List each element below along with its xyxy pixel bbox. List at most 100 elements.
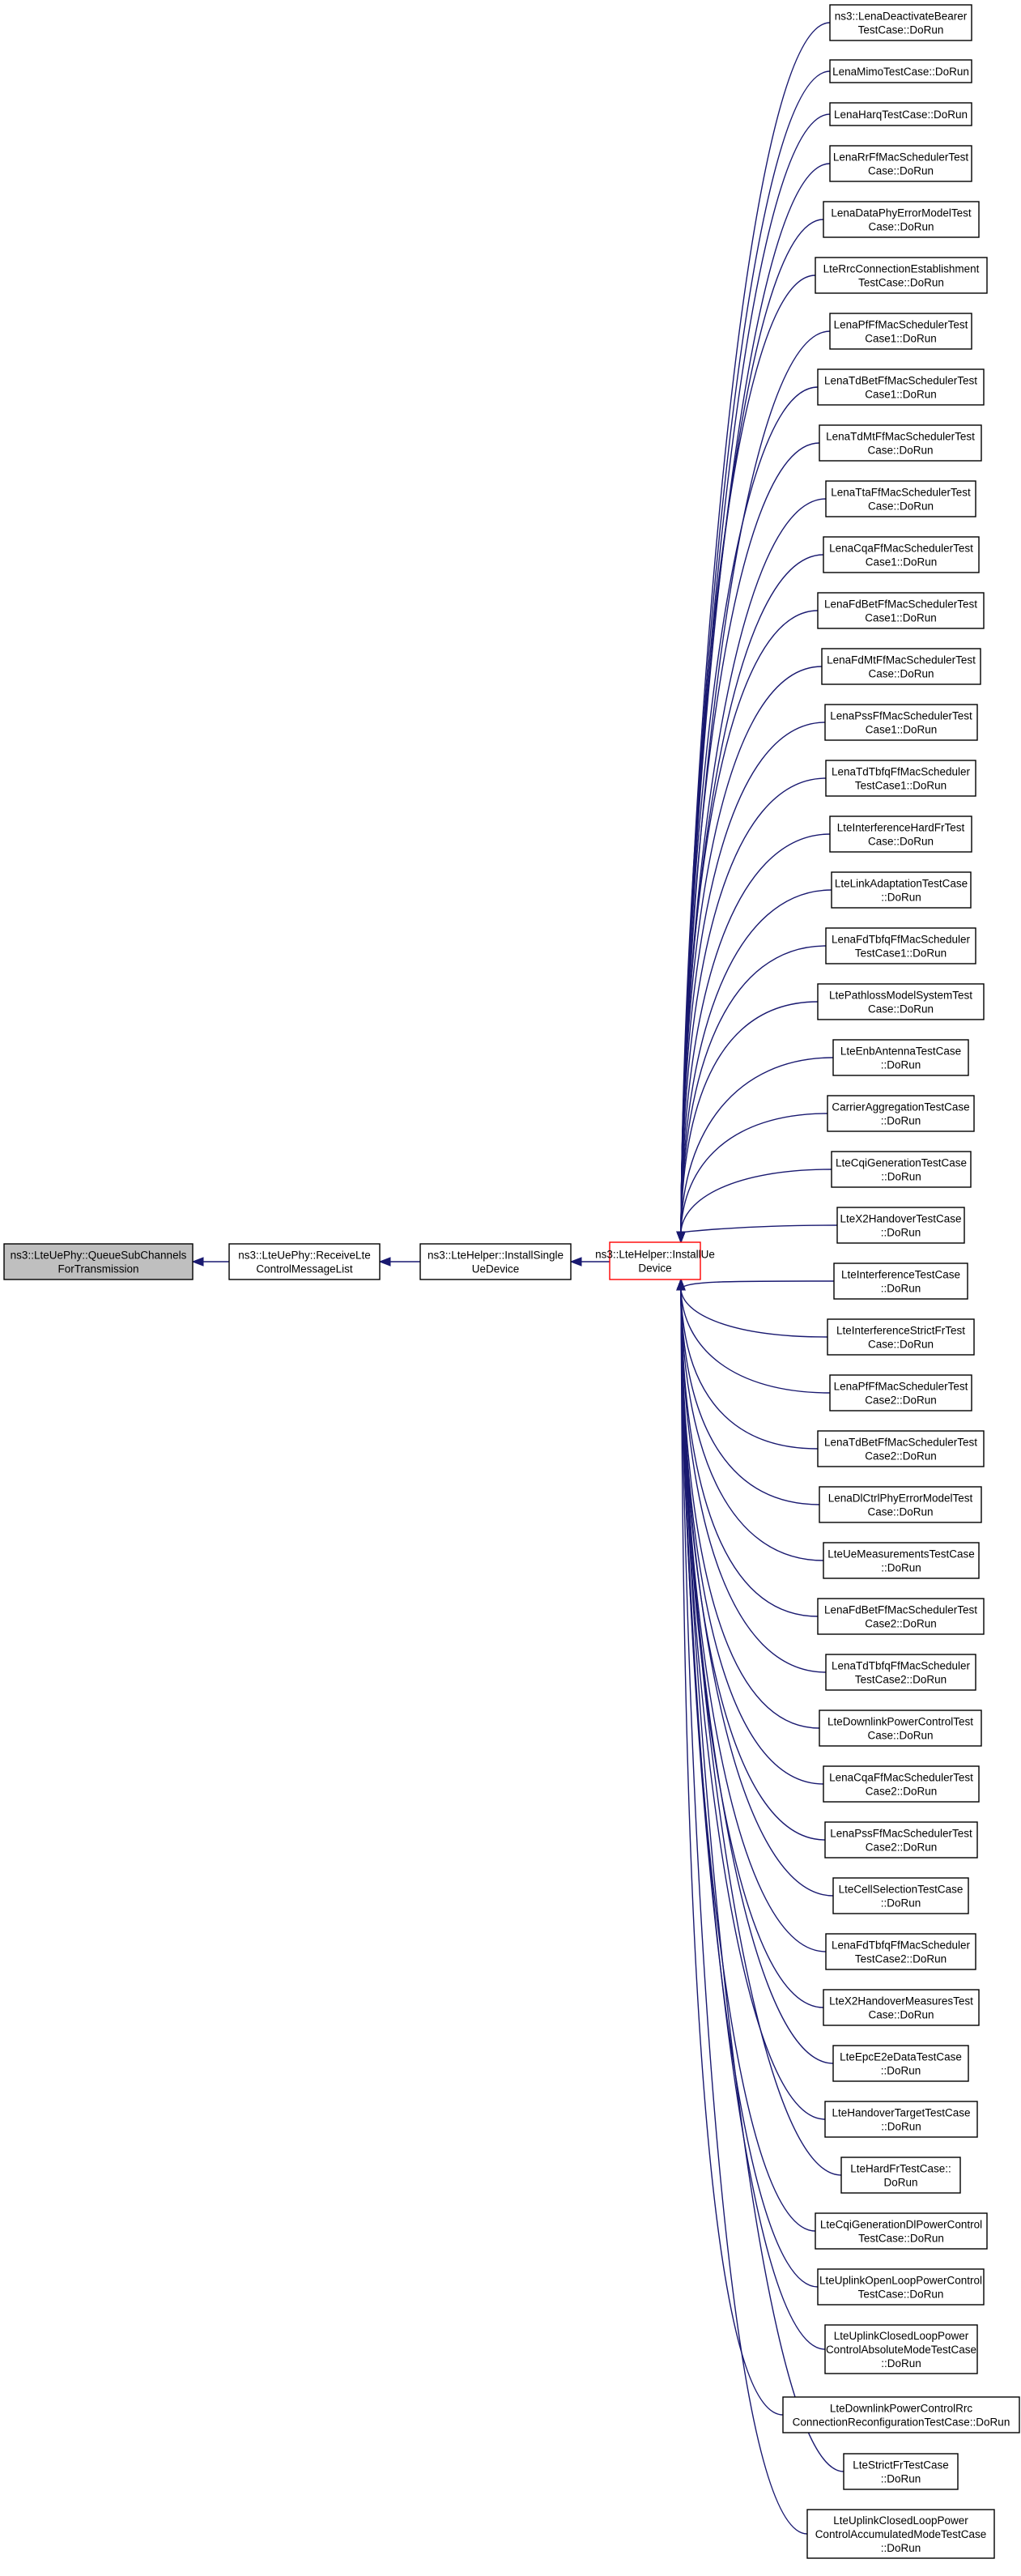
node-box [817, 2268, 985, 2306]
caller-node[interactable]: LteUplinkClosedLoopPowerControlAccumulat… [806, 2509, 995, 2559]
caller-node[interactable]: LteCellSelectionTestCase::DoRun [832, 1877, 969, 1914]
node-label: ControlAccumulatedModeTestCase [815, 2528, 987, 2540]
function-node-receive-lte-control[interactable]: ns3::LteUePhy::ReceiveLteControlMessageL… [228, 1243, 381, 1280]
caller-node[interactable]: LteDownlinkPowerControlRrcConnectionReco… [782, 2396, 1020, 2433]
node-label: LenaTtaFfMacSchedulerTest [831, 487, 971, 499]
caller-node[interactable]: LteEnbAntennaTestCase::DoRun [832, 1039, 969, 1076]
node-box [823, 1765, 980, 1803]
node-label: Case1::DoRun [866, 724, 938, 736]
caller-node[interactable]: LenaMimoTestCase::DoRun [829, 59, 972, 83]
node-box [831, 871, 972, 909]
caller-node[interactable]: LteUplinkOpenLoopPowerControlTestCase::D… [817, 2268, 985, 2306]
node-label: LenaHarqTestCase::DoRun [834, 109, 968, 121]
caller-node[interactable]: LteCqiGenerationDlPowerControlTestCase::… [815, 2212, 988, 2250]
node-label: ns3::LteHelper::InstallUe [595, 1249, 715, 1261]
caller-edge [680, 1288, 826, 2120]
node-box [829, 1374, 972, 1411]
node-label: LenaFdBetFfMacSchedulerTest [824, 1604, 977, 1616]
node-box [825, 1933, 976, 1970]
node-box [824, 704, 978, 741]
node-label: ns3::LteHelper::InstallSingle [428, 1250, 564, 1262]
node-label: Case::DoRun [867, 1730, 933, 1742]
caller-node[interactable]: LteRrcConnectionEstablishmentTestCase::D… [815, 257, 988, 294]
caller-node[interactable]: LteStrictFrTestCase::DoRun [843, 2453, 959, 2490]
node-label: ::DoRun [881, 1562, 921, 1574]
caller-node[interactable]: LteHandoverTargetTestCase::DoRun [824, 2101, 978, 2138]
node-box [806, 2509, 995, 2559]
node-label: ::DoRun [881, 1171, 921, 1183]
node-label: LteCqiGenerationTestCase [836, 1157, 967, 1169]
node-box [833, 1262, 968, 1300]
node-label: ::DoRun [881, 1283, 921, 1295]
node-label: ns3::LteUePhy::ReceiveLte [238, 1250, 371, 1262]
caller-node[interactable]: LteEpcE2eDataTestCase::DoRun [832, 2045, 969, 2082]
caller-edge [680, 1288, 819, 2288]
caller-node[interactable]: LteHardFrTestCase::DoRun [840, 2157, 961, 2194]
node-label: Case1::DoRun [865, 389, 937, 401]
caller-node[interactable]: CarrierAggregationTestCase::DoRun [827, 1095, 975, 1132]
node-box [824, 2324, 978, 2374]
node-label: LteX2HandoverTestCase [840, 1213, 961, 1225]
call-edges [191, 22, 844, 2535]
caller-node[interactable]: LenaHarqTestCase::DoRun [829, 102, 972, 126]
caller-node[interactable]: LteCqiGenerationTestCase::DoRun [831, 1151, 972, 1188]
node-box [825, 927, 976, 964]
node-label: ::DoRun [881, 1897, 921, 1910]
node-label: ::DoRun [881, 1227, 921, 1239]
caller-node[interactable]: LteInterferenceTestCase::DoRun [833, 1262, 968, 1300]
node-box [823, 201, 980, 238]
node-label: Case::DoRun [868, 836, 934, 848]
node-label: Case2::DoRun [865, 1394, 937, 1407]
node-label: Case::DoRun [868, 221, 934, 233]
chain-arrowhead [378, 1257, 391, 1267]
node-box [840, 2157, 961, 2194]
node-box [823, 1989, 980, 2026]
node-label: LteX2HandoverMeasuresTest [829, 1995, 973, 2008]
caller-node[interactable]: LteUeMeasurementsTestCase::DoRun [823, 1542, 980, 1579]
caller-arrowhead [676, 1278, 686, 1291]
caller-node[interactable]: LteX2HandoverTestCase::DoRun [836, 1207, 965, 1244]
node-label: LenaTdBetFfMacSchedulerTest [824, 375, 977, 387]
caller-edge [680, 1288, 824, 2008]
caller-node[interactable]: LteLinkAdaptationTestCase::DoRun [831, 871, 972, 909]
node-label: Case::DoRun [868, 165, 934, 177]
function-node-queue-sub-channels[interactable]: ns3::LteUePhy::QueueSubChannelsForTransm… [3, 1243, 194, 1280]
node-label: Case1::DoRun [866, 556, 938, 568]
node-box [829, 102, 972, 126]
caller-edge [680, 1288, 820, 1505]
node-box [831, 1151, 972, 1188]
node-label: LteUplinkOpenLoopPowerControl [819, 2275, 982, 2287]
node-label: Case1::DoRun [865, 333, 937, 345]
caller-node[interactable]: LteUplinkClosedLoopPowerControlAbsoluteM… [824, 2324, 978, 2374]
node-label: LteLinkAdaptationTestCase [835, 878, 968, 890]
